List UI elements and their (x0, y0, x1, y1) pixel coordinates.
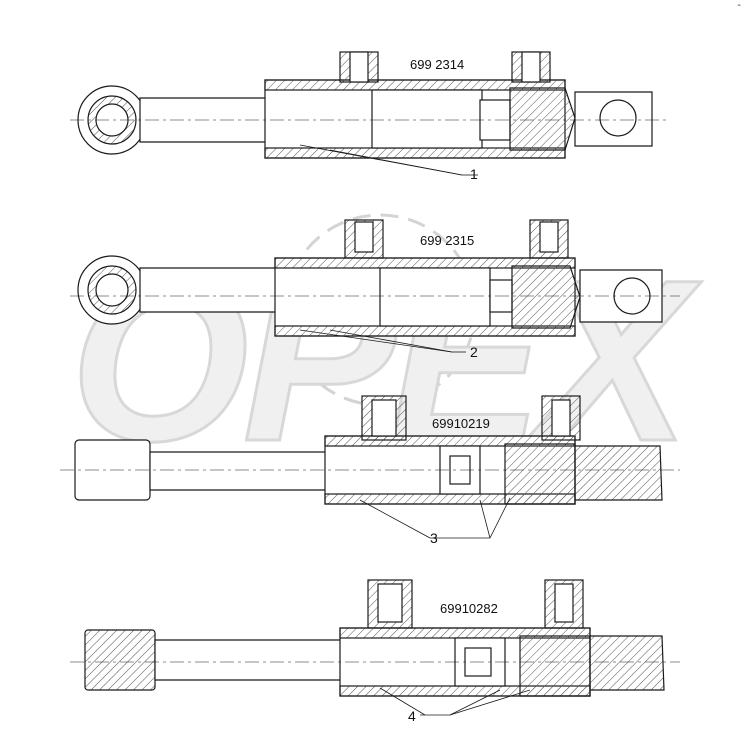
cylinder-2 (70, 219, 680, 353)
cylinder-3-part-number: 69910219 (432, 416, 490, 431)
cylinder-1-part-number: 699 2314 (410, 57, 465, 72)
cylinder-1 (70, 51, 670, 176)
corner-mark: - (737, 0, 741, 11)
callout-3: 3 (430, 530, 438, 546)
cylinder-2-part-number: 699 2315 (420, 233, 475, 248)
cylinder-4-part-number: 69910282 (440, 601, 498, 616)
callout-2: 2 (470, 344, 478, 360)
cylinder-4 (70, 579, 680, 716)
cylinder-3 (60, 395, 680, 539)
callout-1: 1 (470, 166, 478, 182)
callout-4: 4 (408, 708, 416, 724)
